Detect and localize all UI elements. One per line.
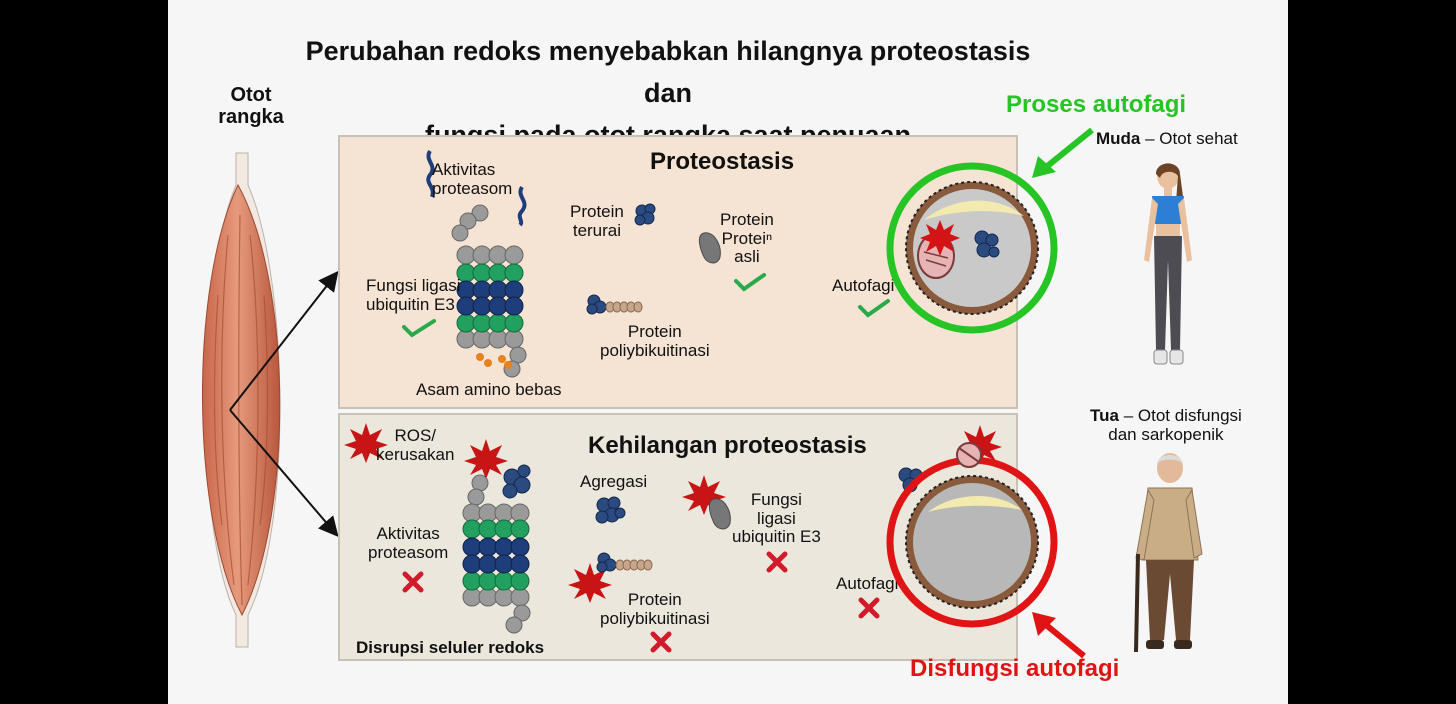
healthy-autophagosome-icon <box>886 162 1058 334</box>
polyubiquitinated-bottom-line-2: poliybikuitinasi <box>600 608 710 628</box>
arrow-to-proteostasis <box>229 270 339 411</box>
autophagy-process-callout: Proses autofagi <box>1006 91 1187 118</box>
old-label-line-2: dan sarkopenik <box>1108 424 1224 444</box>
old-person-illustration <box>1134 453 1203 653</box>
proteostasis-heading: Proteostasis <box>650 148 795 175</box>
e3-fail-x-icon <box>766 551 788 573</box>
proteasome-activity-label: Aktivitas proteasom <box>432 160 513 198</box>
e3-ligase-line-1: Fungsi ligasi <box>366 276 461 295</box>
ros-burst-icon-4 <box>568 563 612 603</box>
proteasome-activity-label-impaired: Aktivitas proteasom <box>368 524 449 562</box>
young-label-rest: – Otot sehat <box>1140 129 1238 148</box>
e3-ok-check-icon <box>402 319 436 338</box>
polyubiquitinated-bottom-line-1: Protein <box>627 590 682 609</box>
muscle-label-line-1: Otot <box>230 84 272 106</box>
damaged-proteasome-icon <box>462 464 531 634</box>
unfolded-protein-line-1: Protein <box>570 202 624 221</box>
native-protein-line-2: Proteiⁿ <box>721 228 773 248</box>
ros-damage-line-1: ROS/ <box>394 426 436 445</box>
loss-heading: Kehilangan proteostasis <box>588 432 867 459</box>
e3-ligase-label: Fungsi ligasi ubiquitin E3 <box>366 276 461 314</box>
autophagy-label-top: Autofagi <box>832 276 895 295</box>
young-label-bold: Muda <box>1096 129 1141 148</box>
polyubiquitinated-line-1: Protein <box>627 322 682 341</box>
dysfunctional-autophagosome-icon <box>886 456 1058 628</box>
unfolded-protein-line-2: terurai <box>572 220 622 240</box>
red-callout-arrow <box>1032 612 1086 659</box>
diagram-canvas: Perubahan redoks menyebabkan hilangnya p… <box>168 0 1288 704</box>
native-protein-label: Protein Proteiⁿ asli <box>720 210 774 267</box>
redox-disruption-label: Disrupsi seluler redoks <box>356 638 545 657</box>
native-protein-line-1: Protein <box>720 210 774 229</box>
proteasome-activity-impaired-line-1: Aktivitas <box>376 524 440 543</box>
e3-impaired-line-1: Fungsi <box>750 490 802 509</box>
native-protein-icon <box>698 232 721 264</box>
e3-impaired-line-2: ligasi <box>757 508 796 528</box>
young-label: Muda – Otot sehat <box>1096 129 1238 149</box>
unfolded-protein-icon <box>634 203 656 226</box>
protein-aggregate-icon <box>595 496 626 524</box>
polyubiquitinated-protein-label-bottom: Protein poliybikuitinasi <box>600 590 710 628</box>
old-label-bold: Tua <box>1090 406 1119 425</box>
autophagy-fail-x-icon <box>858 597 880 619</box>
autophagy-ok-check-icon <box>858 299 890 318</box>
proteostasis-panel: Proteostasis Aktivitas <box>338 135 1018 409</box>
proteasome-fail-x-icon <box>402 571 424 593</box>
autophagy-dysfunction-callout: Disfungsi autofagi <box>910 655 1120 682</box>
arrow-to-loss <box>229 409 339 538</box>
muscle-label: Otot rangka <box>206 84 296 128</box>
native-protein-ok-check-icon <box>734 273 766 292</box>
polyub-fail-x-icon <box>650 631 672 653</box>
young-person-illustration <box>1144 163 1192 365</box>
muscle-label-line-2: rangka <box>218 106 284 128</box>
proteasome-activity-line-2: proteasom <box>432 178 513 198</box>
green-callout-arrow <box>1032 127 1094 178</box>
e3-ligase-impaired-label: Fungsi ligasi ubiquitin E3 <box>732 490 821 547</box>
damaged-protein-icon <box>708 498 731 530</box>
autophagy-label-bottom: Autofagi <box>836 574 899 593</box>
ros-burst-icon-2 <box>464 439 508 479</box>
polyubiquitinated-protein-icon <box>586 294 643 315</box>
polyubiquitinated-protein-icon-bottom <box>596 552 653 573</box>
aggregation-label: Agregasi <box>580 472 648 491</box>
old-label: Tua – Otot disfungsi dan sarkopenik <box>1090 406 1242 444</box>
branch-arrows <box>229 270 339 538</box>
proteasome-activity-impaired-line-2: proteasom <box>368 542 449 562</box>
unfolded-protein-label: Protein terurai <box>570 202 624 240</box>
damaged-mitochondrion-icon <box>956 442 982 468</box>
polyubiquitinated-protein-label: Protein poliybikuitinasi <box>600 322 710 360</box>
e3-impaired-line-3: ubiquitin E3 <box>732 527 821 547</box>
title-line-1: Perubahan redoks menyebabkan hilangnya p… <box>305 36 1031 108</box>
e3-ligase-line-2: ubiquitin E3 <box>366 294 455 314</box>
polyubiquitinated-line-2: poliybikuitinasi <box>600 340 710 360</box>
proteasome-icon <box>426 149 527 378</box>
loss-of-proteostasis-panel: Kehilangan proteostasis ROS/ kerusakan A… <box>338 413 1018 661</box>
ros-damage-label: ROS/ kerusakan <box>376 426 455 464</box>
skeletal-muscle-illustration <box>202 152 281 648</box>
proteasome-activity-line-1: Aktivitas <box>432 160 496 179</box>
native-protein-line-3: asli <box>734 247 760 267</box>
ros-burst-icon <box>344 423 388 463</box>
ros-damage-line-2: kerusakan <box>376 444 455 464</box>
old-label-rest: – Otot disfungsi <box>1118 406 1242 425</box>
free-amino-acids-label: Asam amino bebas <box>416 380 562 399</box>
